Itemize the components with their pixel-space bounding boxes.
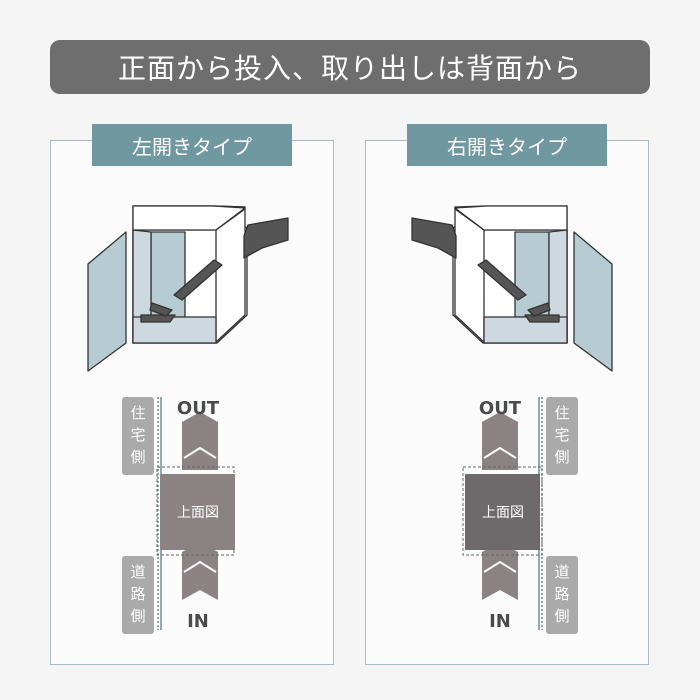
right-road-side-1: 道 xyxy=(554,563,569,581)
main-banner: 正面から投入、取り出しは背面から xyxy=(50,40,650,94)
left-road-side-1: 道 xyxy=(130,563,145,581)
right-road-side-2: 路 xyxy=(554,585,569,603)
box-illustration-left-open-icon xyxy=(87,205,289,372)
left-topview-diagram: 住 宅 側 道 路 側 上面図 OUT IN xyxy=(122,397,235,634)
right-panel-label-text: 右開きタイプ xyxy=(447,134,567,159)
left-panel-label: 左開きタイプ xyxy=(92,124,292,166)
right-road-side-3: 側 xyxy=(554,607,569,625)
right-panel-label: 右開きタイプ xyxy=(407,124,607,166)
right-house-side-1: 住 xyxy=(554,404,569,422)
right-house-side-tag xyxy=(546,397,578,475)
left-house-side-1: 住 xyxy=(130,404,145,422)
left-in-label: IN xyxy=(187,611,209,632)
right-road-side-tag xyxy=(546,556,578,634)
right-in-label: IN xyxy=(489,611,511,632)
right-house-side-3: 側 xyxy=(554,448,569,466)
left-out-label: OUT xyxy=(177,398,220,419)
left-panel-label-text: 左開きタイプ xyxy=(132,134,252,159)
left-road-side-tag xyxy=(122,556,154,634)
chevron-up-arrow-icon xyxy=(182,542,218,600)
left-house-side-tag xyxy=(122,397,154,475)
left-road-side-3: 側 xyxy=(130,607,145,625)
chevron-up-arrow-icon xyxy=(482,542,518,600)
banner-title: 正面から投入、取り出しは背面から xyxy=(117,52,582,85)
left-house-side-3: 側 xyxy=(130,448,145,466)
right-box-label: 上面図 xyxy=(482,505,524,521)
chevron-up-arrow-icon xyxy=(482,412,518,470)
left-topview-box xyxy=(160,474,235,550)
right-topview-diagram: 住 宅 側 道 路 側 上面図 OUT IN xyxy=(462,397,578,634)
box-illustration-right-open-icon xyxy=(411,205,613,372)
right-out-label: OUT xyxy=(479,398,522,419)
left-box-label: 上面図 xyxy=(177,505,219,521)
right-house-side-2: 宅 xyxy=(554,426,569,444)
right-topview-box xyxy=(465,474,540,550)
left-house-side-2: 宅 xyxy=(130,426,145,444)
left-road-side-2: 路 xyxy=(130,585,145,603)
chevron-up-arrow-icon xyxy=(182,412,218,470)
